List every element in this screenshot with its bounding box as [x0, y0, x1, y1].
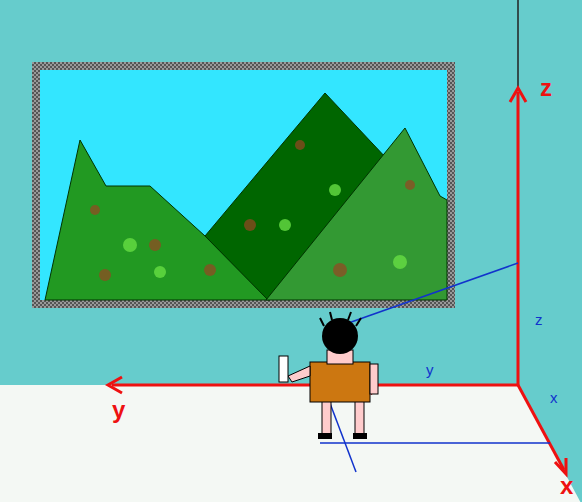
distance-label: x [550, 390, 558, 405]
back-wall [0, 0, 518, 385]
child-figure [279, 312, 378, 439]
axis-label: x [560, 474, 573, 498]
sky [40, 70, 447, 300]
axes [108, 88, 566, 474]
side-wall [518, 0, 582, 502]
corner-line [517, 0, 519, 90]
picture-frame [32, 62, 455, 308]
mountains [45, 93, 447, 300]
tree-speckles [90, 140, 415, 281]
distance-label: z [535, 312, 543, 327]
distance-label: y [426, 362, 434, 377]
axis-label: y [112, 398, 125, 422]
axis-label: z [540, 76, 552, 100]
